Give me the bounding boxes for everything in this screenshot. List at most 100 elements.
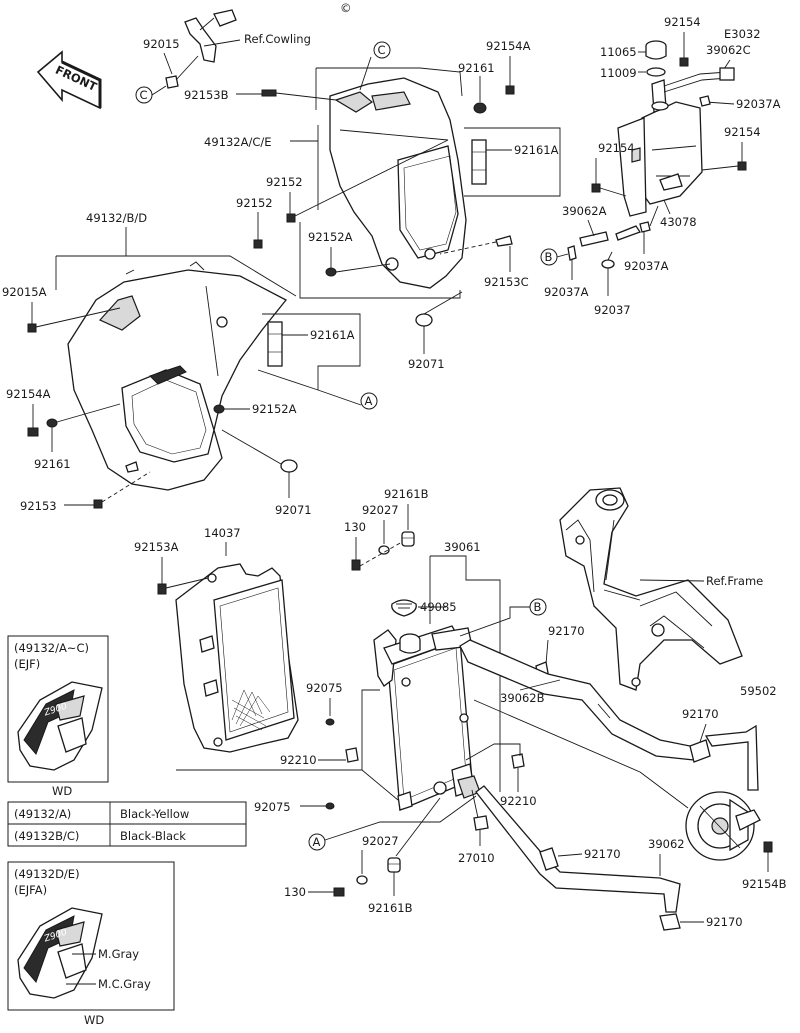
part-92170-a: 92170 — [548, 624, 585, 638]
upper-shroud — [329, 77, 467, 289]
part-92154b: 92154B — [742, 877, 787, 891]
part-92027-bottom: 92027 — [362, 834, 399, 848]
grommet-92161b — [401, 531, 415, 547]
part-92154a-left: 92154A — [6, 387, 51, 401]
part-92152a-top: 92152A — [308, 230, 353, 244]
trim-strip-92161a — [471, 139, 487, 185]
part-92027-top: 92027 — [362, 503, 399, 517]
part-43078: 43078 — [660, 215, 697, 229]
trim-strip-92161a-2 — [267, 321, 283, 367]
part-27010: 27010 — [458, 851, 495, 865]
part-92015: 92015 — [143, 37, 180, 51]
part-39062b: 39062B — [500, 691, 545, 705]
part-92161-top: 92161 — [458, 61, 495, 75]
frame — [559, 487, 743, 691]
revision-code: E3032 — [724, 27, 761, 41]
part-39061: 39061 — [444, 540, 481, 554]
part-92161-left: 92161 — [34, 457, 71, 471]
part-92154-tr-2: 92154 — [724, 125, 761, 139]
color-table — [7, 801, 247, 847]
part-92153a: 92153A — [134, 540, 179, 554]
part-92161b-bottom: 92161B — [368, 901, 413, 915]
callout-c-label: C — [140, 88, 148, 102]
part-92170-b: 92170 — [682, 707, 719, 721]
callout-b-label: B — [545, 250, 553, 264]
part-92161a-left: 92161A — [310, 328, 355, 342]
callout-a-circle-2 — [308, 833, 326, 851]
part-92154-tr-3: 92154 — [598, 141, 635, 155]
inset-ejfa-color-1: M.Gray — [98, 947, 139, 961]
part-49132ace: 49132A/C/E — [204, 135, 272, 149]
shroud-mesh — [231, 689, 271, 731]
radiator-core — [373, 625, 481, 811]
cowling-bracket — [165, 9, 241, 89]
part-92153b: 92153B — [184, 88, 229, 102]
part-130-bottom: 130 — [284, 885, 306, 899]
callout-c-circle-2 — [373, 41, 391, 59]
callout-a-circle — [360, 392, 378, 410]
part-11009: 11009 — [600, 66, 637, 80]
part-92037: 92037 — [594, 303, 631, 317]
part-92210-b: 92210 — [500, 794, 537, 808]
inset-ejfa-market: (EJFA) — [14, 883, 47, 897]
part-92154-tr: 92154 — [664, 15, 701, 29]
color-table-color-2: Black-Black — [120, 829, 186, 843]
hose-39062b — [459, 639, 695, 761]
part-92170-d: 92170 — [706, 915, 743, 929]
copyright-mark: © — [340, 1, 352, 15]
part-92154a-top: 92154A — [486, 39, 531, 53]
part-49132bd: 49132/B/D — [86, 211, 147, 225]
part-92152-a: 92152 — [266, 175, 303, 189]
callout-c-label-2: C — [378, 43, 386, 57]
part-92071-top: 92071 — [408, 357, 445, 371]
radiator-shroud — [175, 563, 299, 753]
part-92015a: 92015A — [2, 285, 47, 299]
hose-39062 — [475, 785, 681, 913]
drain-bolt-27010 — [473, 815, 489, 831]
part-92152-b: 92152 — [236, 196, 273, 210]
part-130-top: 130 — [344, 520, 366, 534]
front-arrow-icon: FRONT — [36, 50, 102, 110]
grommet-92161b-2 — [387, 857, 401, 873]
part-92152a-left: 92152A — [252, 402, 297, 416]
part-92075-b: 92075 — [254, 800, 291, 814]
inset-ejfa-footer: WD — [84, 1013, 104, 1027]
inset-ejf-footer: WD — [52, 784, 72, 798]
radiator-cap — [391, 599, 417, 617]
ref-frame-label: Ref.Frame — [706, 574, 763, 588]
inset-ejfa-code: (49132D/E) — [14, 867, 80, 881]
part-92075-a: 92075 — [306, 681, 343, 695]
part-59502: 59502 — [740, 684, 777, 698]
part-92153c: 92153C — [484, 275, 529, 289]
part-92037a-c: 92037A — [624, 259, 669, 273]
part-92037a-tr: 92037A — [736, 97, 781, 111]
callout-a-label-2: A — [313, 835, 321, 849]
part-92153: 92153 — [20, 499, 57, 513]
inset-ejfa-shroud: Z900 — [17, 907, 103, 999]
part-92161b-top: 92161B — [384, 487, 429, 501]
part-39062: 39062 — [648, 837, 685, 851]
part-11065: 11065 — [600, 45, 637, 59]
color-table-code-1: (49132/A) — [14, 807, 71, 821]
inset-ejf-shroud: Z900 — [17, 681, 103, 771]
side-shroud — [67, 261, 288, 491]
part-92210-a: 92210 — [280, 753, 317, 767]
part-92037a-b: 92037A — [544, 285, 589, 299]
inset-ejfa-color-2: M.C.Gray — [98, 977, 151, 991]
inset-ejf-code: (49132/A~C) — [14, 641, 89, 655]
part-14037: 14037 — [204, 526, 241, 540]
water-pump-fan — [685, 724, 761, 861]
part-92161a-top: 92161A — [514, 143, 559, 157]
ref-cowling-label: Ref.Cowling — [244, 32, 311, 46]
part-92071-left: 92071 — [275, 503, 312, 517]
part-39062a: 39062A — [562, 204, 607, 218]
callout-a-label: A — [365, 394, 373, 408]
color-table-code-2: (49132B/C) — [14, 829, 79, 843]
part-92170-c: 92170 — [584, 847, 621, 861]
part-39062c: 39062C — [706, 43, 751, 57]
color-table-color-1: Black-Yellow — [120, 807, 189, 821]
reserve-tank — [617, 67, 735, 217]
hose-39062a — [579, 219, 641, 247]
callout-b-label-2: B — [534, 600, 542, 614]
